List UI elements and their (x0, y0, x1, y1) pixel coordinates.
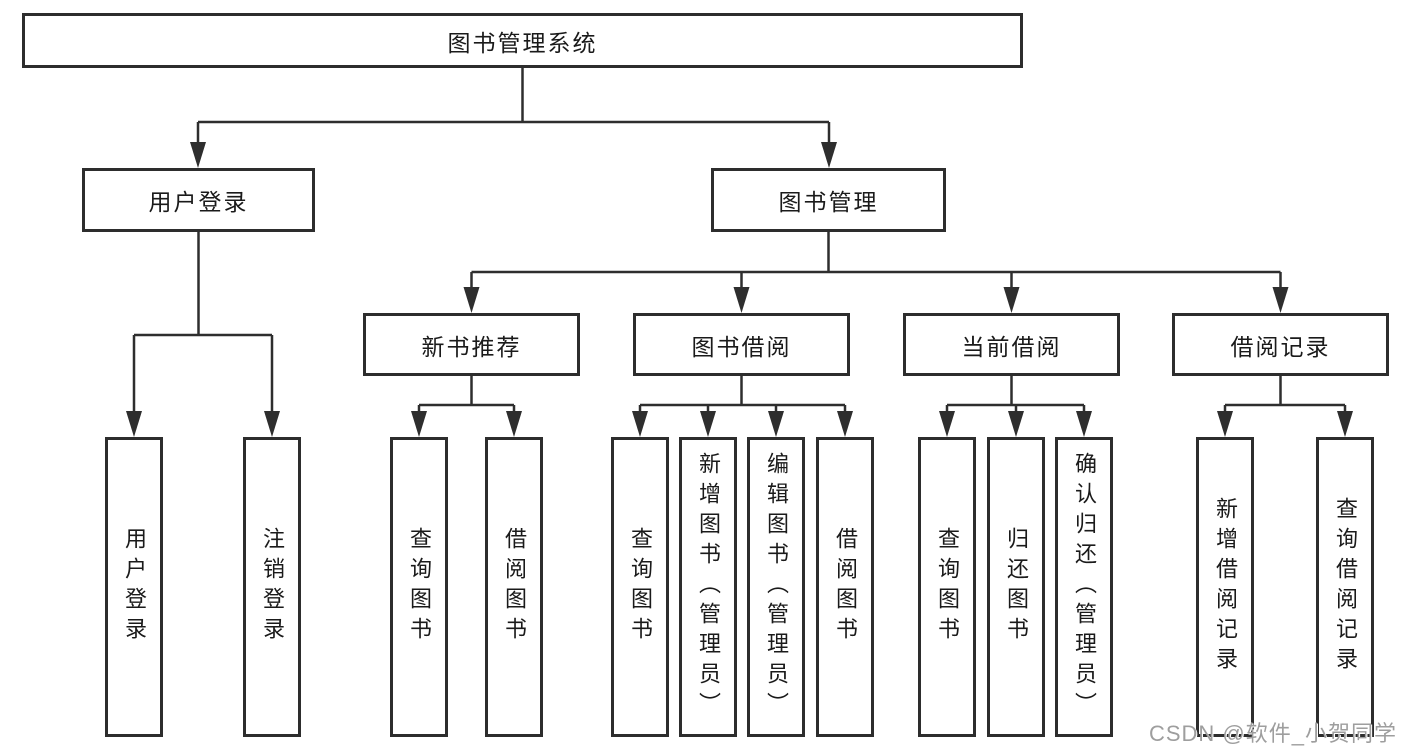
node-leaf-query-books-current: 查询图书 (918, 437, 976, 737)
node-borrow-records: 借阅记录 (1172, 313, 1389, 376)
connector-current-borrow-children (939, 376, 1092, 437)
node-leaf-edit-books-admin: 编辑图书（管理员） (747, 437, 805, 737)
connector-book-borrow-children (632, 376, 853, 437)
node-current-borrow: 当前借阅 (903, 313, 1120, 376)
connector-user-login-children (126, 232, 280, 437)
node-leaf-user-login: 用户登录 (105, 437, 163, 737)
connector-new-book-children (411, 376, 522, 437)
node-leaf-borrow-books: 借阅图书 (816, 437, 874, 737)
node-leaf-borrow-books-recommend: 借阅图书 (485, 437, 543, 737)
node-new-book-recommend: 新书推荐 (363, 313, 580, 376)
node-book-borrow: 图书借阅 (633, 313, 850, 376)
connector-root-to-level2 (190, 68, 837, 168)
node-leaf-confirm-return-admin: 确认归还（管理员） (1055, 437, 1113, 737)
connector-book-management-children (463, 232, 1289, 313)
node-user-login: 用户登录 (82, 168, 315, 232)
node-leaf-add-books-admin: 新增图书（管理员） (679, 437, 737, 737)
node-leaf-add-borrow-record: 新增借阅记录 (1196, 437, 1254, 737)
node-leaf-logout: 注销登录 (243, 437, 301, 737)
connector-borrow-records-children (1217, 376, 1353, 437)
node-library-system: 图书管理系统 (22, 13, 1023, 68)
node-leaf-query-books-borrow: 查询图书 (611, 437, 669, 737)
node-leaf-return-books: 归还图书 (987, 437, 1045, 737)
node-leaf-query-borrow-record: 查询借阅记录 (1316, 437, 1374, 737)
node-book-management: 图书管理 (711, 168, 946, 232)
node-leaf-query-books-recommend: 查询图书 (390, 437, 448, 737)
csdn-watermark: CSDN @软件_小贺同学 (1148, 721, 1397, 746)
